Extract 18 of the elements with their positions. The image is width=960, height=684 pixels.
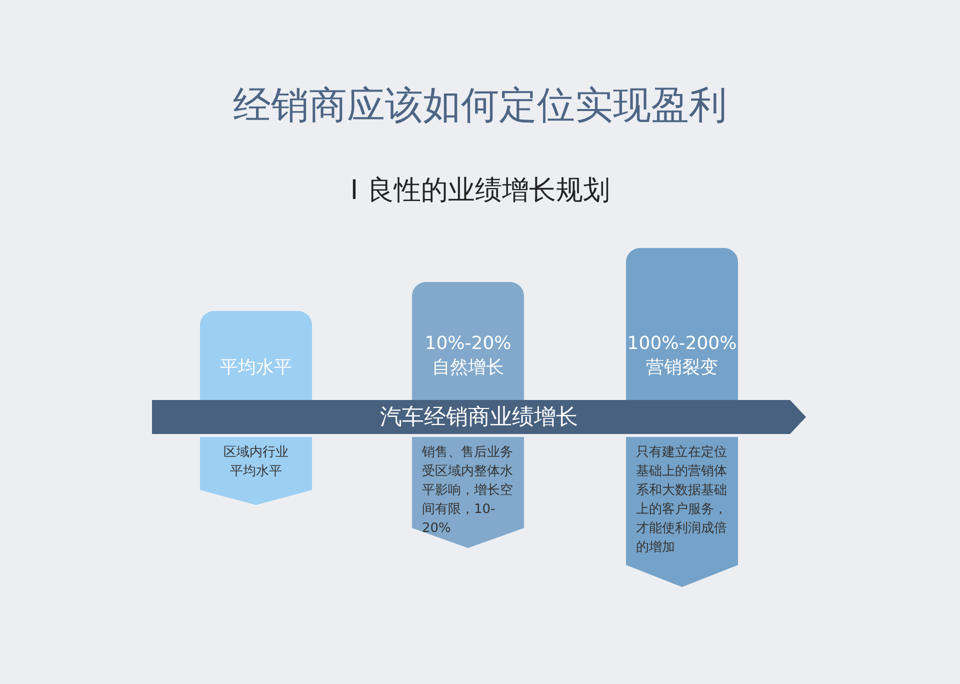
title: 经销商应该如何定位实现盈利 [232,82,728,129]
arrow-band [152,400,806,434]
card-text: 区域内行业平均水平 [222,444,290,481]
value-tab [412,282,524,400]
card-text: 销售、售后业务受区域内整体水平影响，增长空间有限，10-20% [422,444,514,538]
tab-label: 平均水平 [220,356,292,380]
band-label: 汽车经销商业绩增长 [380,404,578,432]
tab-label: 自然增长 [432,356,504,380]
pentagon-card [200,437,312,505]
pentagon-card [412,437,524,548]
tab-label: 营销裂变 [646,356,718,380]
card-text: 只有建立在定位基础上的营销体系和大数据基础上的客户服务，才能使利润成倍的增加 [636,444,728,557]
tab-label: 10%-20% [424,332,512,356]
tab-label: 100%-200% [627,332,737,356]
value-tab [626,248,738,400]
subtitle: Ⅰ 良性的业绩增长规划 [349,174,611,208]
value-tab [200,311,312,400]
pentagon-card [626,437,738,587]
